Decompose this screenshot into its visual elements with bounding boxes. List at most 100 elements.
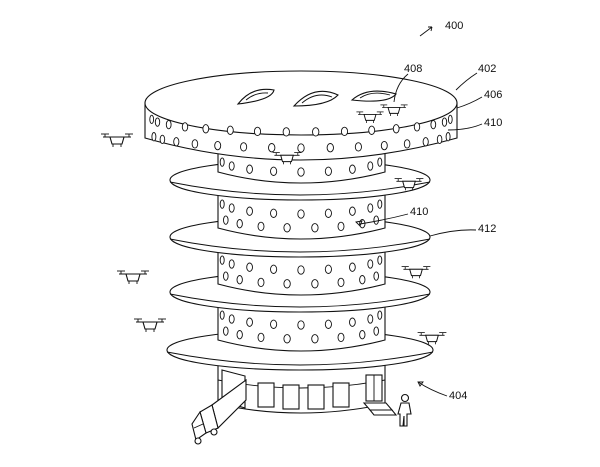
bay-opening [282,127,290,137]
bay-opening [340,126,349,137]
bay-opening [436,134,443,145]
bay-opening [191,139,199,149]
bay-opening [367,203,374,213]
label-bay-openings-upper: 410 [484,117,502,129]
bay-opening [270,264,278,274]
drone-icon [356,111,384,123]
label-top-surface: 402 [478,63,496,75]
bay-opening [297,209,305,219]
bay-opening [149,114,155,125]
bay-opening [246,206,253,216]
bay-opening [349,317,356,327]
label-figure: 400 [445,20,463,32]
bay-opening [159,134,166,145]
bay-opening [270,166,278,176]
bay-opening [413,122,421,132]
drone-icon [272,152,302,165]
bay-opening [349,164,356,174]
bay-opening [181,122,189,132]
bay-opening [354,142,362,152]
drone-icon [117,270,149,284]
ground-floor-windows [257,382,350,410]
bay-opening [214,140,222,151]
bay-opening [377,255,383,265]
top-platform [144,70,458,161]
bay-opening [236,219,243,229]
label-landing-deck: 412 [478,223,496,235]
label-platform-rim: 406 [484,89,502,101]
bay-opening [202,124,210,134]
bay-opening [228,203,235,213]
bay-opening [326,143,334,153]
bay-opening [312,127,320,137]
bay-opening [236,330,243,340]
bay-opening [223,215,229,225]
bay-opening [324,264,332,274]
drone-icon [380,104,408,116]
bay-opening [324,166,332,176]
bay-opening [297,320,305,330]
drone-icon [394,178,424,191]
bay-opening [173,137,180,147]
person-icon [397,393,412,427]
dome-openings [236,88,397,107]
bay-opening [367,259,374,269]
drone-icon [134,318,166,332]
bay-opening [430,119,437,130]
bay-opening [373,326,379,336]
bay-opening [151,132,157,142]
bay-opening [228,314,235,324]
bay-opening [297,265,305,275]
bay-opening [311,334,319,344]
bay-opening [253,126,262,137]
bay-opening [154,117,161,127]
bay-opening [324,319,332,329]
bay-opening [283,223,291,233]
bay-opening [270,208,278,218]
drone-icon [417,332,447,345]
bay-opening [246,317,253,327]
bay-opening [422,137,429,147]
bay-opening [268,143,276,153]
bay-opening [257,221,265,232]
bay-opening [377,310,383,320]
bay-opening [228,161,235,171]
label-ground-floor: 404 [449,390,467,402]
bay-opening [219,255,225,265]
bay-opening [373,271,379,281]
bay-opening [445,132,451,142]
bay-opening [337,221,345,232]
bay-opening [257,277,265,288]
bay-opening [380,140,388,151]
bay-opening [311,279,319,289]
bay-opening [377,199,383,209]
bay-opening [441,117,448,127]
bay-opening [392,124,400,134]
bay-opening [297,143,305,153]
bay-opening [219,157,225,167]
drone-fleet [101,104,447,345]
entrance-steps [362,402,398,416]
bay-opening [324,208,332,218]
bay-opening [283,279,291,289]
drone-icon [101,133,133,147]
bay-opening [219,199,225,209]
bay-opening [377,157,383,167]
bay-opening [165,119,172,130]
delivery-truck-icon [191,378,247,445]
bay-opening [240,142,248,152]
bay-opening [368,125,376,135]
bay-opening [373,215,379,225]
bay-opening [337,277,345,288]
bay-opening [447,114,453,125]
bay-opening [246,164,253,174]
bay-opening [297,167,305,177]
leader-lines [355,26,483,397]
reference-numerals: 400 408 402 406 410 410 412 404 [404,20,502,402]
bay-opening [236,275,243,285]
bay-opening [270,319,278,329]
bay-opening [257,332,265,343]
bay-openings [149,114,453,344]
bay-opening [337,332,345,343]
